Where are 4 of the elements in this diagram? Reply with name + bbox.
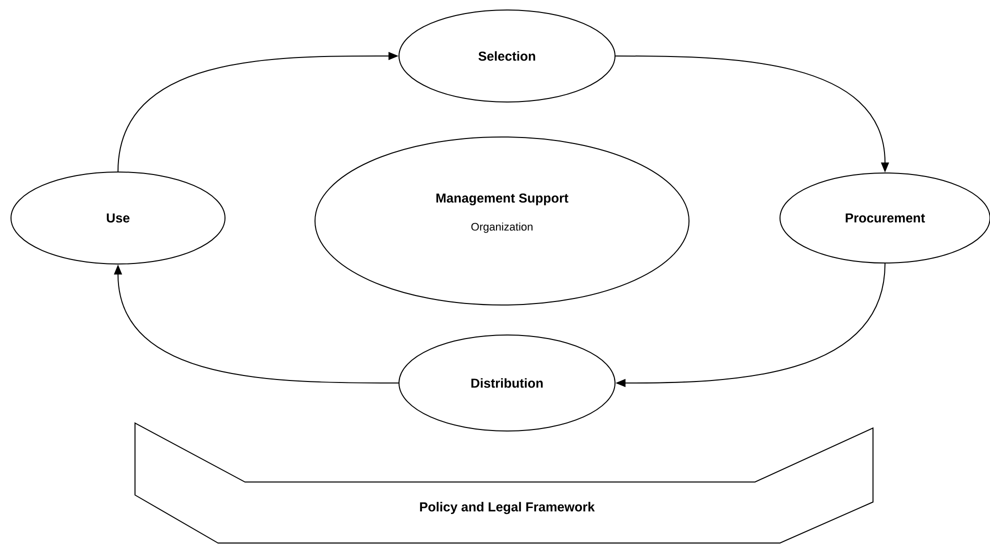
ellipse-node: Distribution	[398, 334, 616, 432]
ellipse-node: Use	[10, 172, 226, 264]
ellipse-node: Management Support Organization	[314, 136, 690, 306]
ellipse-node: Selection	[398, 10, 616, 102]
